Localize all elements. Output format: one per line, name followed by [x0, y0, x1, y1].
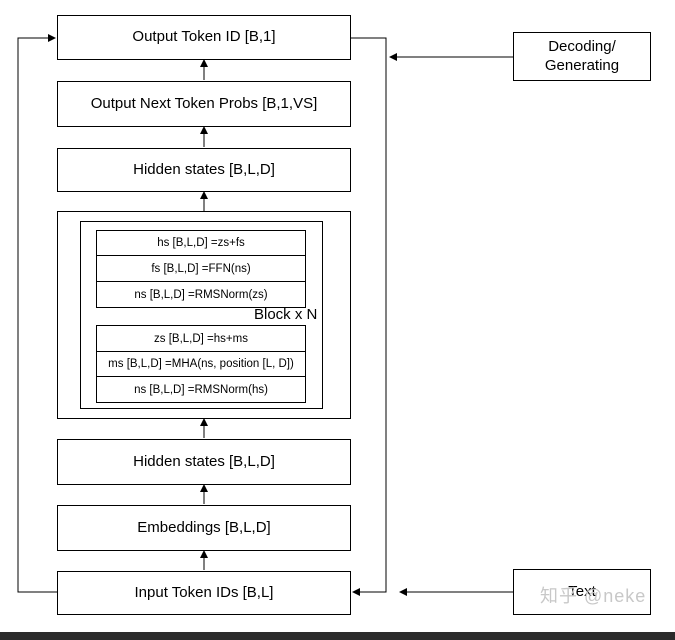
eq-ms: ms [B,L,D] =MHA(ns, position [L, D]) [96, 351, 306, 377]
loop-right [351, 37, 387, 596]
eq-ns-hs: ns [B,L,D] =RMSNorm(hs) [96, 376, 306, 403]
eq-hs: hs [B,L,D] =zs+fs [96, 230, 306, 256]
text-input-box: Text [513, 569, 651, 615]
output-token-id-box: Output Token ID [B,1] [57, 15, 351, 60]
watermark-text: 知乎 @neke [540, 586, 647, 606]
hidden-states-bottom-box: Hidden states [B,L,D] [57, 439, 351, 485]
decoding-label: Decoding/ [548, 37, 616, 55]
decoding-generating-box: Decoding/ Generating [513, 32, 651, 81]
bottom-edge-strip [0, 632, 675, 640]
eq-zs: zs [B,L,D] =hs+ms [96, 325, 306, 352]
loop-left [17, 34, 57, 593]
generating-label: Generating [544, 56, 620, 74]
block-repeat-label: Block x N [254, 306, 318, 323]
embeddings-box: Embeddings [B,L,D] [57, 505, 351, 551]
eq-ns-zs: ns [B,L,D] =RMSNorm(zs) [96, 281, 306, 308]
input-token-ids-box: Input Token IDs [B,L] [57, 571, 351, 615]
output-probs-box: Output Next Token Probs [B,1,VS] [57, 81, 351, 127]
eq-fs: fs [B,L,D] =FFN(ns) [96, 255, 306, 282]
hidden-states-top-box: Hidden states [B,L,D] [57, 148, 351, 192]
